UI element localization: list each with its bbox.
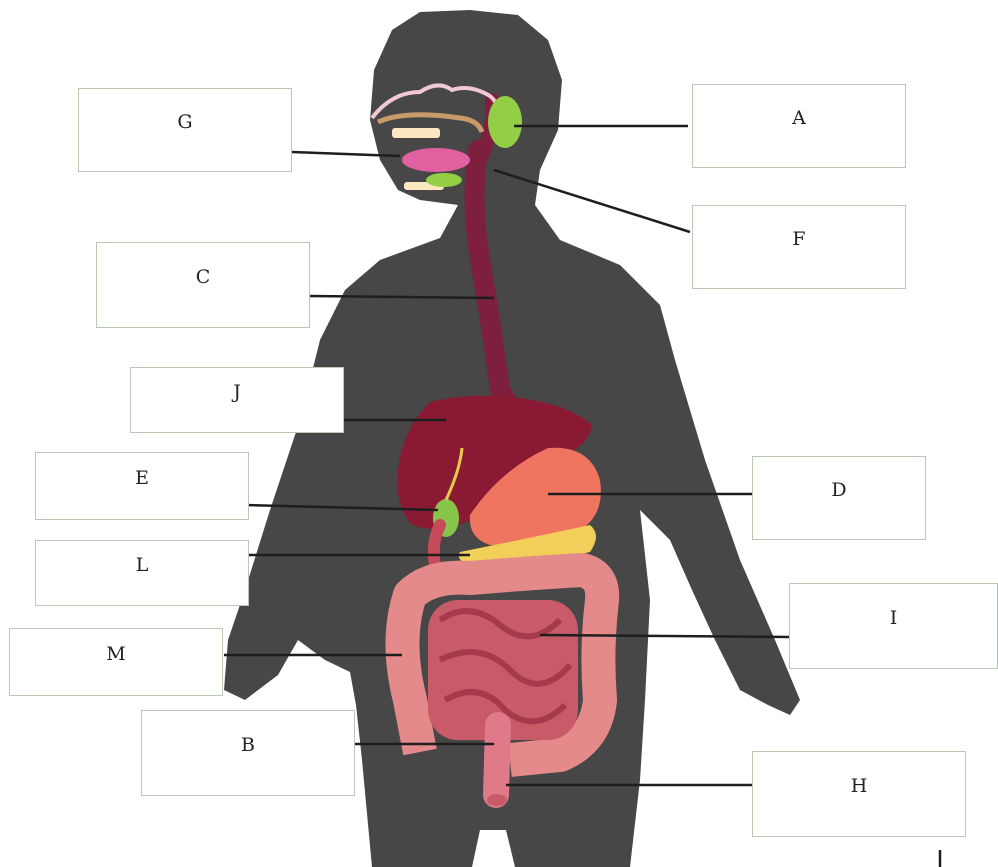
upper-teeth bbox=[392, 128, 440, 138]
label-box-a[interactable]: A bbox=[692, 84, 906, 168]
label-h: H bbox=[851, 775, 868, 797]
label-m: M bbox=[106, 643, 125, 665]
rectum bbox=[496, 725, 498, 795]
label-l: L bbox=[136, 554, 149, 576]
label-d: D bbox=[831, 479, 846, 501]
tongue bbox=[402, 148, 470, 172]
label-box-g[interactable]: G bbox=[78, 88, 292, 172]
label-box-m[interactable]: M bbox=[9, 628, 223, 696]
label-box-c[interactable]: C bbox=[96, 242, 310, 328]
label-b: B bbox=[241, 734, 255, 756]
label-box-e[interactable]: E bbox=[35, 452, 249, 520]
label-e: E bbox=[135, 467, 149, 489]
label-c: C bbox=[196, 266, 211, 288]
label-box-i[interactable]: I bbox=[789, 583, 998, 669]
label-a: A bbox=[792, 107, 806, 129]
parotid-gland bbox=[488, 96, 522, 148]
sublingual-gland bbox=[426, 173, 462, 187]
label-box-b[interactable]: B bbox=[141, 710, 355, 796]
label-box-j[interactable]: J bbox=[130, 367, 344, 433]
label-box-d[interactable]: D bbox=[752, 456, 926, 540]
label-g: G bbox=[177, 111, 192, 133]
anus bbox=[487, 794, 507, 806]
label-box-h[interactable]: H bbox=[752, 751, 966, 837]
label-j: J bbox=[233, 381, 241, 403]
label-box-f[interactable]: F bbox=[692, 205, 906, 289]
label-i: I bbox=[890, 607, 898, 629]
label-box-l[interactable]: L bbox=[35, 540, 249, 606]
label-f: F bbox=[792, 228, 805, 250]
